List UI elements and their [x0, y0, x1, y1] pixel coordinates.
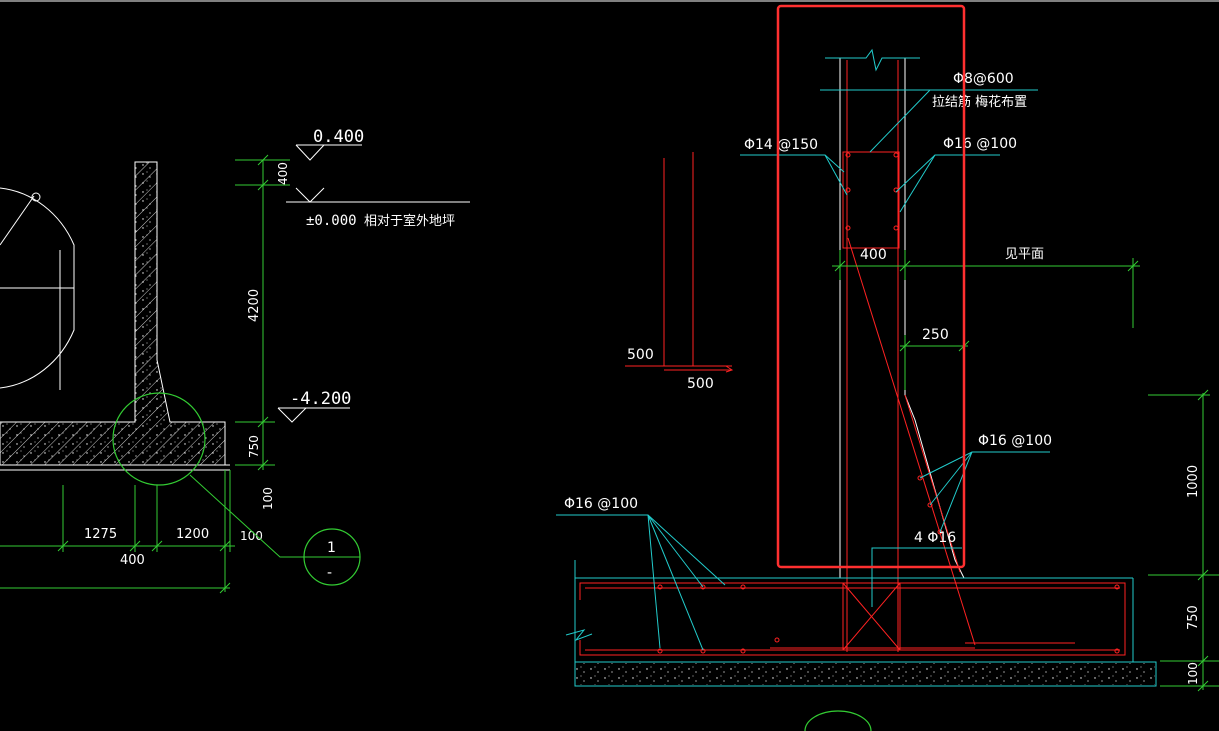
dim-100-right: 100 [1186, 662, 1200, 685]
detail-callout-circle[interactable] [112, 392, 206, 486]
dim-750-right: 750 [1186, 605, 1201, 630]
detail-callout-leader [189, 474, 305, 558]
dim-250: 250 [922, 327, 949, 343]
dim-100-horizontal: 100 [240, 529, 263, 543]
label-haunch-rebar: Φ16 @100 [978, 433, 1052, 449]
lean-concrete-blinding [576, 663, 1155, 685]
detail-reference-symbol[interactable]: 1 - [303, 528, 361, 586]
wall-rebar [842, 60, 976, 652]
dim-750-vertical: 750 [247, 435, 261, 458]
dim-1000: 1000 [1186, 465, 1201, 498]
elevation-bottom-label: -4.200 [290, 389, 351, 409]
label-see-plan: 见平面 [1005, 247, 1044, 262]
right-horizontal-dimensions [832, 250, 1140, 390]
elevation-marker-bottom [277, 407, 350, 423]
dim-500-b: 500 [687, 376, 714, 392]
dim-wall-400: 400 [860, 247, 887, 263]
detail-reference-number: 1 [327, 540, 336, 556]
rebar-leaders [556, 89, 1050, 651]
label-corner-rebar: 4 Φ16 [914, 530, 956, 546]
footing-outline [565, 560, 1157, 687]
elevation-marker-ground [286, 187, 470, 203]
right-vertical-dimensions [1148, 389, 1219, 692]
right-reinforcement-detail: 500 500 [556, 4, 1219, 731]
left-section-detail: 0.400 ±0.000 相对于室外地坪 -4.200 400 4200 750… [0, 127, 470, 594]
dim-100-vertical: 100 [261, 487, 275, 510]
dim-4200: 4200 [247, 289, 262, 322]
elevation-top-label: 0.400 [313, 127, 364, 147]
tank-outline [0, 187, 75, 390]
dim-400-horizontal: 400 [120, 553, 145, 568]
elevation-ground-note: 相对于室外地坪 [364, 213, 455, 229]
detail-reference-sheet: - [327, 565, 332, 581]
reference-angle [625, 152, 734, 373]
wall-section-outline [825, 48, 965, 579]
label-tie-bar-note: 拉结筋 梅花布置 [932, 94, 1027, 110]
elevation-ground-label: ±0.000 [306, 213, 357, 229]
dim-500-a: 500 [627, 347, 654, 363]
dim-400-vertical: 400 [276, 162, 290, 185]
left-vertical-dimensions [235, 154, 290, 471]
label-base-rebar: Φ16 @100 [564, 496, 638, 512]
left-horizontal-dimensions [0, 470, 235, 594]
label-tie-bar: Φ8@600 [953, 71, 1014, 87]
elevation-marker-top [295, 144, 362, 161]
highlight-selection-box[interactable] [776, 4, 966, 569]
dim-1200: 1200 [176, 527, 209, 542]
bottom-callout-arc [804, 710, 872, 731]
label-vertical-right: Φ16 @100 [943, 136, 1017, 152]
footing-rebar [579, 582, 1126, 656]
wall-and-footing [0, 161, 230, 471]
dim-1275: 1275 [84, 527, 117, 542]
label-vertical-left: Φ14 @150 [744, 137, 818, 153]
